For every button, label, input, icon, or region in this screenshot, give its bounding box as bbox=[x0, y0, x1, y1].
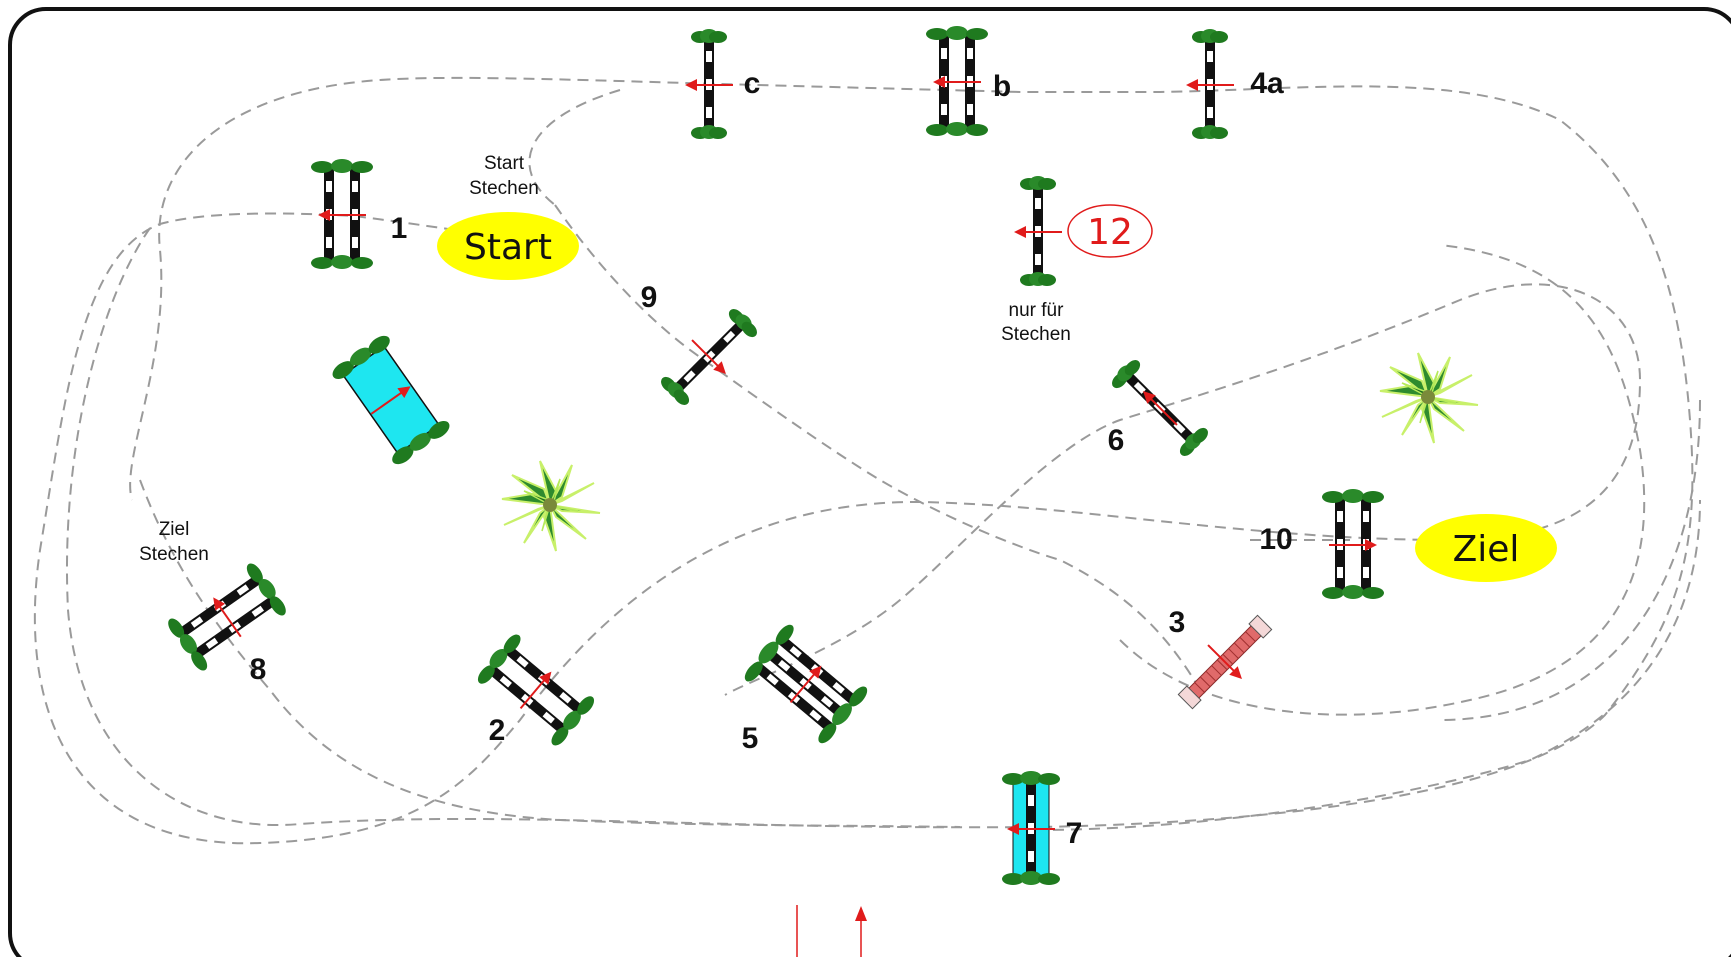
jumpoff-start-note-line1: Start bbox=[484, 153, 525, 174]
obstacle-label-7: 7 bbox=[1066, 817, 1083, 850]
finish-marker: Ziel bbox=[1415, 514, 1557, 582]
arena-frame bbox=[8, 7, 1731, 957]
obstacle-7 bbox=[1002, 771, 1060, 885]
obstacle-label-3: 3 bbox=[1169, 606, 1186, 639]
obstacle-label-5: 5 bbox=[742, 722, 759, 755]
obstacle-label-10: 10 bbox=[1259, 523, 1292, 556]
finish-label: Ziel bbox=[1453, 529, 1520, 570]
entrance-marker bbox=[796, 905, 867, 957]
obstacle-label-b: b bbox=[993, 70, 1011, 103]
jumpoff-only-badge: 12 bbox=[1067, 204, 1153, 258]
obstacle-label-4a: 4a bbox=[1250, 67, 1284, 100]
start-label: Start bbox=[464, 227, 552, 268]
obstacle-label-9: 9 bbox=[641, 281, 658, 314]
course-route bbox=[33, 76, 1701, 845]
jumpoff-only-note-line1: nur für bbox=[1009, 300, 1065, 321]
jumpoff-finish-note-line2: Stechen bbox=[139, 544, 209, 565]
start-marker: Start bbox=[437, 212, 579, 280]
obstacle-label-2: 2 bbox=[489, 714, 506, 747]
jumpoff-start-note-line2: Stechen bbox=[469, 178, 539, 199]
jumpoff-only-number: 12 bbox=[1087, 212, 1133, 253]
obstacle-3 bbox=[1177, 614, 1273, 710]
jumpoff-only-note-line2: Stechen bbox=[1001, 324, 1071, 345]
obstacle-label-c: c bbox=[744, 67, 761, 100]
obstacle-label-6: 6 bbox=[1108, 424, 1125, 457]
jumpoff-finish-note-line1: Ziel bbox=[159, 519, 190, 540]
liverpool-obstacle bbox=[332, 335, 450, 465]
obstacle-label-1: 1 bbox=[391, 212, 408, 245]
obstacle-label-8: 8 bbox=[250, 653, 267, 686]
